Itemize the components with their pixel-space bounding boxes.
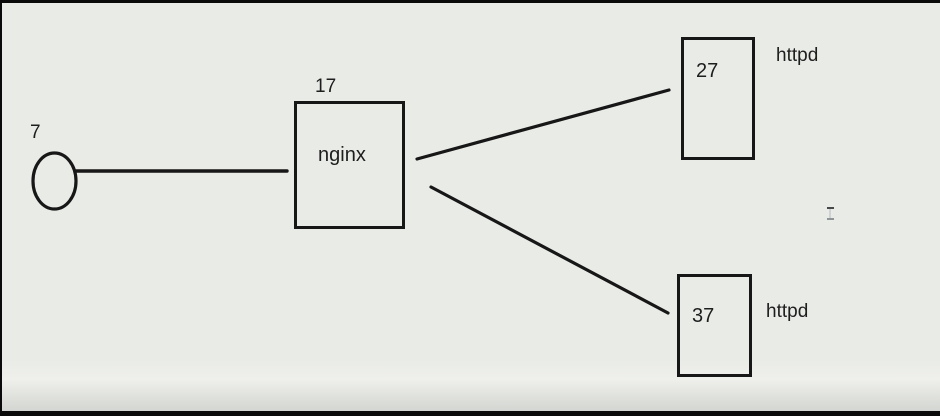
i-beam-cursor — [827, 207, 834, 220]
httpd-top-name-label: httpd — [776, 45, 819, 66]
httpd-bottom-count-label: 37 — [692, 305, 715, 327]
i-beam-cursor-top — [827, 207, 834, 209]
connector-nginx-httpd-bottom — [429, 185, 670, 315]
httpd-bottom-node-box[interactable]: 37 — [677, 274, 752, 377]
screen-edge-left — [0, 0, 2, 416]
nginx-count-label: 17 — [315, 76, 337, 97]
client-node-label: 7 — [30, 122, 41, 143]
nginx-name-label: nginx — [318, 144, 366, 166]
client-node-ellipse[interactable] — [31, 151, 78, 211]
i-beam-cursor-stem — [829, 209, 831, 218]
screen-edge-bottom — [0, 411, 940, 416]
i-beam-cursor-bottom — [827, 218, 834, 220]
httpd-bottom-name-label: httpd — [766, 301, 809, 322]
connector-nginx-httpd-top — [415, 88, 671, 161]
httpd-top-node-box[interactable]: 27 — [681, 37, 755, 160]
httpd-top-count-label: 27 — [696, 60, 719, 82]
screen-glare-gradient — [0, 360, 940, 416]
screen-edge-top — [0, 0, 940, 3]
nginx-node-box[interactable]: nginx — [294, 101, 405, 229]
